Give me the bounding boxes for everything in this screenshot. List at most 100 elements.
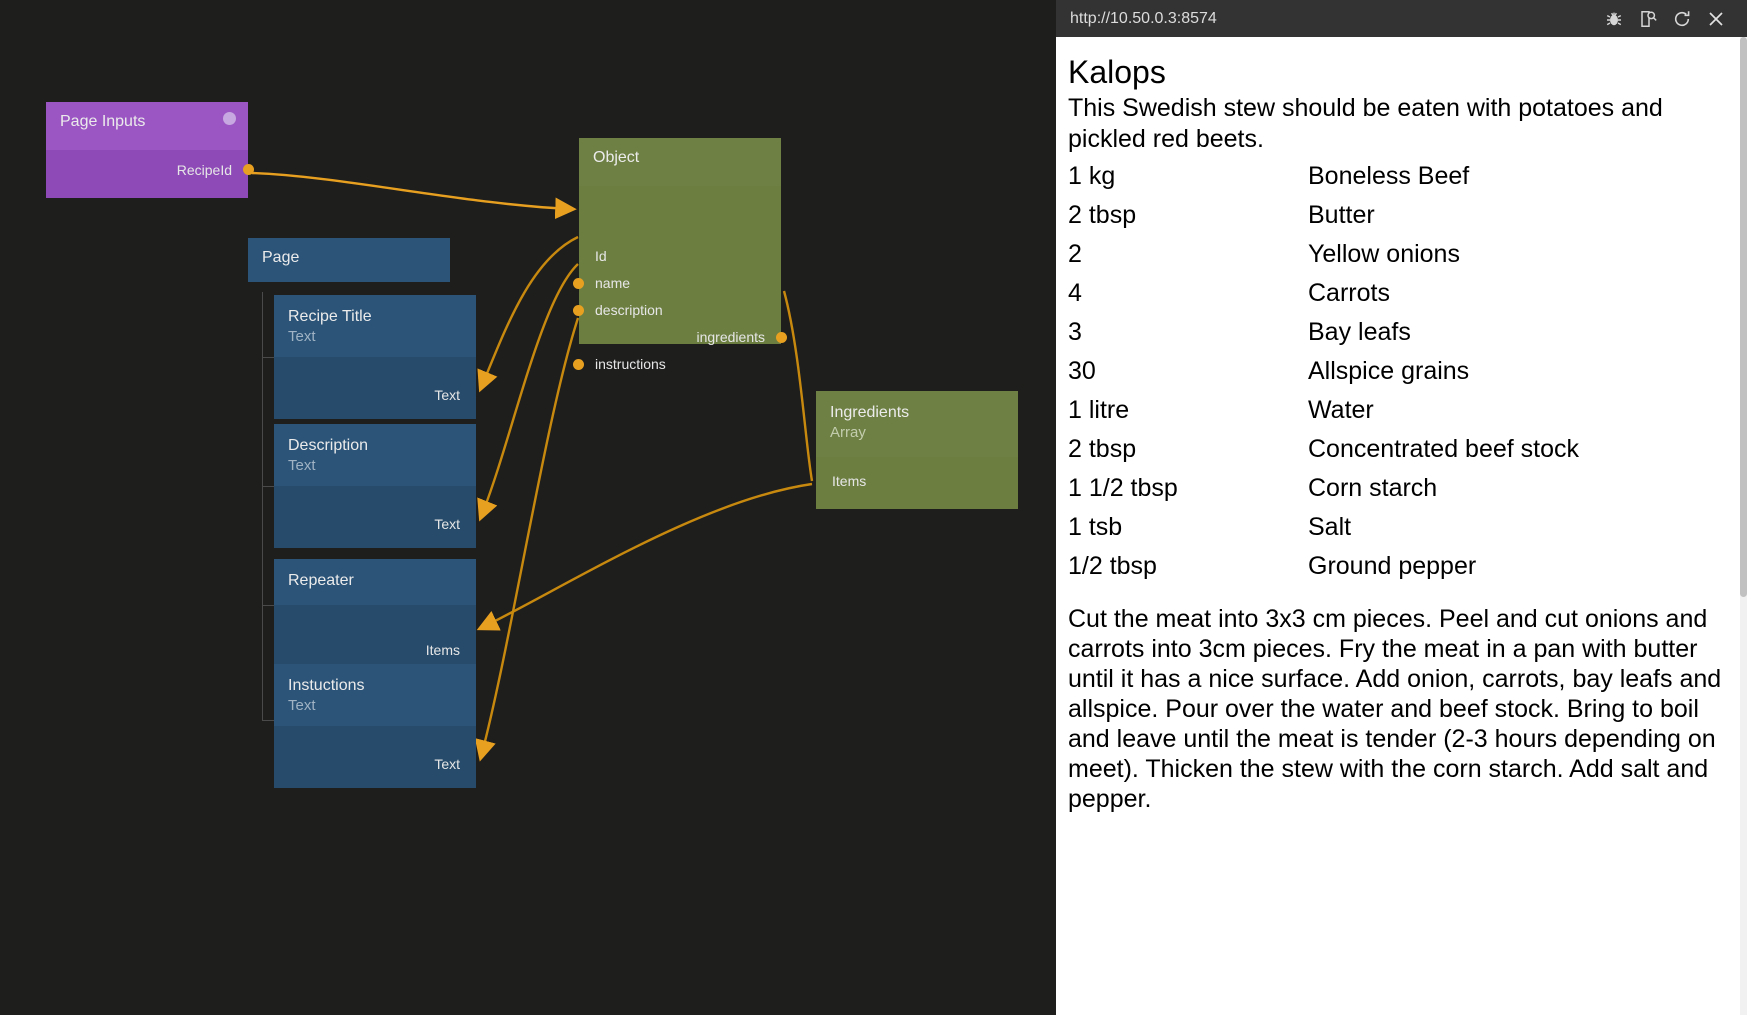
port-in-items[interactable]: Items (425, 642, 460, 658)
node-body: Text (274, 357, 476, 419)
ingredient-name: Carrots (1308, 279, 1390, 307)
node-page-inputs[interactable]: Page Inputs RecipeId (46, 102, 254, 198)
tree-branch (262, 357, 274, 358)
ingredient-amount: 1 1/2 tbsp (1068, 474, 1178, 502)
node-header: Repeater (274, 559, 476, 605)
ingredient-name: Concentrated beef stock (1308, 435, 1579, 463)
node-graph-canvas[interactable]: Page Inputs RecipeId Page Recipe Title T… (0, 0, 1056, 1015)
node-instuctions[interactable]: Instuctions Text Text (274, 664, 476, 788)
ingredient-row: 3 Bay leafs (1068, 313, 1725, 352)
port-in-name[interactable]: name (595, 275, 631, 291)
ingredient-name: Ground pepper (1308, 552, 1477, 580)
node-body: Id name description ingredients instruct… (573, 186, 787, 372)
node-object[interactable]: Object Id name description ingredients i… (573, 138, 787, 372)
node-page[interactable]: Page (248, 238, 450, 282)
node-title: Instuctions (288, 677, 365, 694)
port-out-items[interactable]: Items (832, 473, 867, 489)
node-body: Items (816, 457, 1018, 509)
ingredient-amount: 4 (1068, 279, 1082, 307)
recipe-instructions: Cut the meat into 3x3 cm pieces. Peel an… (1068, 605, 1722, 813)
ingredient-name: Salt (1308, 513, 1352, 541)
tree-branch (262, 486, 274, 487)
ingredient-row: 1 kg Boneless Beef (1068, 157, 1725, 196)
ingredient-name: Boneless Beef (1308, 162, 1470, 190)
ingredient-name: Bay leafs (1308, 318, 1411, 346)
wire-instructions-to-instuctions (474, 317, 580, 762)
port-in-text[interactable]: Text (434, 756, 460, 772)
port-dot-name[interactable] (573, 278, 584, 289)
port-out-ingredients[interactable]: ingredients (696, 329, 766, 345)
ingredient-amount: 2 tbsp (1068, 435, 1137, 463)
recipe-description: This Swedish stew should be eaten with p… (1068, 94, 1663, 153)
node-repeater[interactable]: Repeater Items (274, 559, 476, 669)
url-text[interactable]: http://10.50.0.3:8574 (1070, 9, 1217, 27)
port-in-id[interactable]: Id (595, 248, 607, 264)
ingredient-row: 4 Carrots (1068, 274, 1725, 313)
port-dot-description[interactable] (573, 305, 584, 316)
node-header: Ingredients Array (816, 391, 1018, 457)
ingredient-amount: 1 litre (1068, 396, 1130, 424)
node-header: Page (248, 238, 450, 282)
node-subtitle: Text (288, 328, 316, 345)
node-title: Object (593, 149, 640, 166)
ingredient-amount: 1/2 tbsp (1068, 552, 1157, 580)
ingredient-name: Yellow onions (1308, 240, 1460, 268)
ingredient-amount: 1 tsb (1068, 513, 1123, 541)
port-dot-instructions[interactable] (573, 359, 584, 370)
port-in-description[interactable]: description (595, 302, 663, 318)
port-dot-ingredients[interactable] (776, 332, 787, 343)
browser-toolbar: http://10.50.0.3:8574 (1056, 0, 1747, 37)
wire-ingredients-to-items (782, 290, 814, 482)
node-subtitle: Array (830, 424, 866, 441)
wire-name-to-recipetitle (477, 235, 579, 393)
node-header: Object (579, 138, 781, 186)
node-description[interactable]: Description Text Text (274, 424, 476, 548)
node-header: Description Text (274, 424, 476, 486)
tree-branch (262, 605, 274, 606)
reload-icon[interactable] (1665, 6, 1699, 32)
scrollbar-thumb[interactable] (1740, 37, 1747, 597)
wire-recipeid-to-id (251, 171, 577, 220)
node-title: Page Inputs (60, 113, 146, 130)
node-subtitle: Text (288, 457, 316, 474)
ingredient-name: Allspice grains (1308, 357, 1470, 385)
port-dot-recipeid[interactable] (243, 164, 254, 175)
ingredient-amount: 3 (1068, 318, 1082, 346)
node-header: Instuctions Text (274, 664, 476, 726)
node-body: Items (274, 605, 476, 669)
ingredient-row: 1 litre Water (1068, 391, 1725, 430)
node-title: Page (262, 249, 300, 266)
node-title: Ingredients (830, 404, 910, 421)
port-out-recipeid[interactable]: RecipeId (176, 162, 232, 178)
ingredient-amount: 1 kg (1068, 162, 1116, 190)
port-in-instructions[interactable]: instructions (595, 356, 666, 372)
collapse-dot-icon[interactable] (223, 112, 236, 125)
node-body: Text (274, 726, 476, 788)
ingredient-row: 1 tsb Salt (1068, 508, 1725, 547)
ingredient-name: Water (1308, 396, 1374, 424)
close-icon[interactable] (1699, 6, 1733, 32)
ingredient-row: 1 1/2 tbsp Corn starch (1068, 469, 1725, 508)
node-title: Repeater (288, 572, 354, 589)
inspect-page-icon[interactable] (1631, 6, 1665, 32)
ingredient-row: 2 Yellow onions (1068, 235, 1725, 274)
tree-spine (262, 292, 263, 720)
ingredient-name: Corn starch (1308, 474, 1438, 502)
page-title: Kalops (1068, 54, 1166, 90)
node-header: Recipe Title Text (274, 295, 476, 357)
node-ingredients[interactable]: Ingredients Array Items (816, 391, 1018, 509)
wire-items-to-repeater (476, 482, 813, 631)
ingredient-amount: 2 (1068, 240, 1082, 268)
port-in-text[interactable]: Text (434, 387, 460, 403)
node-body: Text (274, 486, 476, 548)
node-recipe-title[interactable]: Recipe Title Text Text (274, 295, 476, 419)
bug-icon[interactable] (1597, 6, 1631, 32)
node-body: RecipeId (46, 150, 254, 198)
page-scrollbar[interactable] (1740, 37, 1747, 1015)
node-title: Recipe Title (288, 308, 372, 325)
port-in-text[interactable]: Text (434, 516, 460, 532)
wire-description-to-description (477, 263, 579, 522)
